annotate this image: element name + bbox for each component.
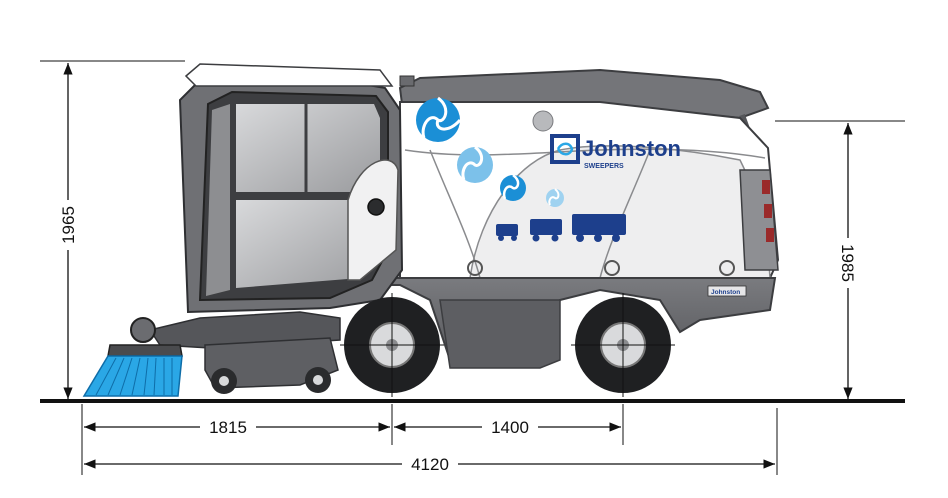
rear-light-1 bbox=[762, 180, 770, 194]
castor-wheel-2 bbox=[305, 367, 331, 393]
mirror bbox=[367, 198, 385, 216]
name-plate-text: Johnston bbox=[711, 289, 740, 296]
cab-front-window bbox=[206, 104, 230, 296]
logo-mark bbox=[550, 134, 580, 164]
cab-roof bbox=[184, 63, 394, 87]
hopper-knob-2 bbox=[604, 260, 620, 276]
side-brush bbox=[82, 355, 183, 397]
rear-tail bbox=[739, 169, 779, 271]
hopper-cap bbox=[532, 110, 554, 132]
height-left-label: 1965 bbox=[59, 206, 78, 244]
wheelbase-label: 1400 bbox=[491, 418, 529, 437]
swirl-graphic-4 bbox=[546, 188, 564, 207]
fleet-icon-small bbox=[496, 224, 518, 241]
brand-name: Johnston bbox=[582, 136, 681, 161]
front-overhang-label: 1815 bbox=[209, 418, 247, 437]
johnston-logo: Johnston SWEEPERS bbox=[550, 134, 681, 170]
fleet-icon-large bbox=[572, 214, 626, 242]
hopper-knob-1 bbox=[467, 260, 483, 276]
rear-light-3 bbox=[766, 228, 774, 242]
chassis-lower-skirt bbox=[439, 299, 561, 369]
brush-mount bbox=[107, 344, 183, 357]
rear-light-2 bbox=[764, 204, 772, 218]
hopper-curve bbox=[429, 149, 481, 279]
name-plate bbox=[707, 285, 747, 297]
front-wheel bbox=[340, 293, 444, 397]
fleet-icon-medium bbox=[530, 219, 562, 242]
cab-window-lower bbox=[236, 200, 380, 288]
overall-length-label: 4120 bbox=[411, 455, 449, 474]
hopper-knob-3 bbox=[719, 260, 735, 276]
swirl-graphic-2 bbox=[457, 145, 493, 183]
brand-tagline: SWEEPERS bbox=[584, 163, 624, 170]
swirl-graphic-3 bbox=[500, 174, 526, 201]
castor-wheel-1 bbox=[211, 368, 237, 394]
arm-bracket bbox=[399, 75, 415, 87]
cab-window-upper bbox=[236, 104, 380, 192]
side-panel bbox=[347, 159, 399, 281]
brush-bristles bbox=[95, 357, 173, 396]
suction-unit bbox=[204, 337, 339, 389]
swirl-graphic-1 bbox=[416, 96, 462, 142]
rear-wheel bbox=[571, 293, 675, 397]
height-right-label: 1985 bbox=[838, 244, 857, 282]
brush-hub bbox=[130, 317, 156, 343]
sweeper-vehicle: Johnston SWEEPERS Johnston bbox=[82, 63, 780, 397]
